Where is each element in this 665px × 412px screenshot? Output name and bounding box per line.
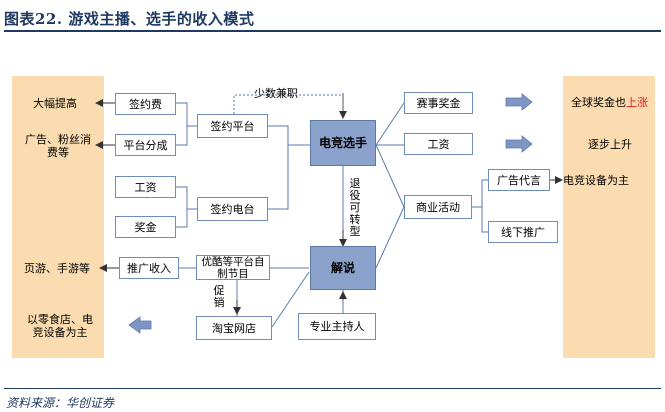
box-promo-income: 推广收入 [119,257,179,279]
box-business: 商业活动 [404,195,472,219]
source-rule [4,388,661,389]
box-platform-share: 平台分成 [115,134,176,156]
box-pro-host: 专业主持人 [298,313,376,340]
outcome-shop: 以零食店、电竞设备为主 [27,313,93,339]
source-note: 资料来源：华创证券 [6,396,115,410]
outcome-esports-equip: 电竞设备为主 [563,174,629,187]
outcome-global-prize: 全球奖金也上涨 [571,96,648,109]
outcome-ads-fans: 广告、粉丝消费等 [25,133,91,159]
box-salary-right: 工资 [404,133,473,155]
box-sign-platform: 签约平台 [197,114,268,138]
box-youku: 优酷等平台自制节目 [196,255,270,280]
outcome-raise: 大幅提高 [33,97,77,110]
box-bonus-left: 奖金 [115,216,176,238]
box-offline: 线下推广 [488,221,558,243]
outcome-games: 页游、手游等 [24,262,90,275]
box-sign-fee: 签约费 [115,93,176,115]
box-sign-tv: 签约电台 [197,197,268,221]
box-prize: 赛事奖金 [404,92,473,114]
box-salary-left: 工资 [115,176,176,198]
label-few-part-time: 少数兼职 [254,87,298,100]
label-promote-sales: 促销 [213,284,225,309]
page-title: 图表22. 游戏主播、选手的收入模式 [4,10,255,28]
box-commentator: 解说 [310,246,376,290]
label-retire-transfer: 退役可转型 [349,177,361,238]
box-ad-endorse: 广告代言 [488,169,550,191]
outcome-gradual: 逐步上升 [588,138,632,151]
box-taobao: 淘宝网店 [196,316,272,340]
right-panel [563,76,655,358]
left-panel [12,76,104,358]
box-esports-player: 电竞选手 [310,120,376,166]
title-rule [4,30,661,32]
